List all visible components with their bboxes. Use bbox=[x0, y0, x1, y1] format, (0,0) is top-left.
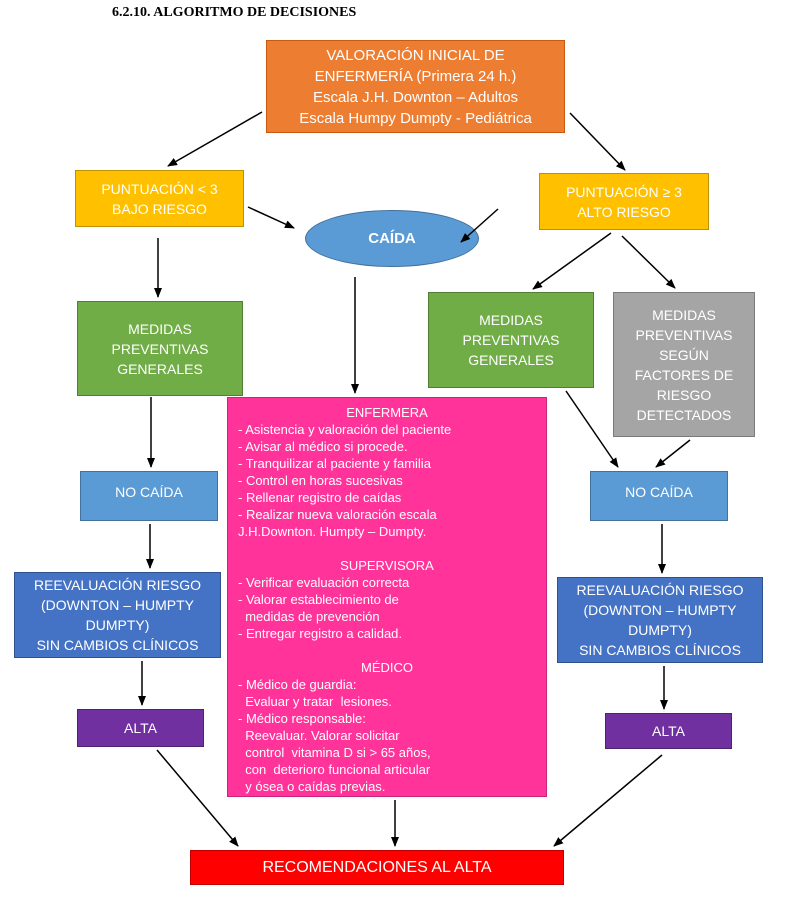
nurse-item: - Rellenar registro de caídas bbox=[238, 490, 402, 505]
measures-line: GENERALES bbox=[468, 352, 554, 368]
left-general-measures-box: MEDIDAS PREVENTIVAS GENERALES bbox=[77, 301, 243, 396]
nurse-item: - Realizar nueva valoración escala bbox=[238, 507, 437, 522]
doctor-title: MÉDICO bbox=[361, 660, 413, 675]
reeval-line: SIN CAMBIOS CLÍNICOS bbox=[36, 637, 199, 653]
high-risk-line: ALTO RIESGO bbox=[577, 203, 671, 220]
page-heading: 6.2.10. ALGORITMO DE DECISIONES bbox=[112, 5, 357, 20]
nurse-item: J.H.Downton. Humpty – Dumpty. bbox=[238, 524, 427, 539]
left-no-fall-box: NO CAÍDA bbox=[80, 471, 218, 521]
measures-line: MEDIDAS bbox=[128, 320, 192, 337]
low-risk-line: BAJO RIESGO bbox=[112, 200, 207, 217]
arrow-low-to-fall bbox=[247, 206, 295, 229]
low-risk-box: PUNTUACIÓN < 3 BAJO RIESGO bbox=[75, 170, 244, 227]
doctor-item: Evaluar y tratar lesiones. bbox=[238, 694, 392, 709]
reeval-line: SIN CAMBIOS CLÍNICOS bbox=[579, 642, 741, 658]
initial-line: VALORACIÓN INICIAL DE bbox=[326, 46, 505, 64]
arrow-high-to-specific bbox=[621, 235, 676, 289]
arrow-high-to-fall bbox=[460, 208, 499, 243]
supervisor-item: - Valorar establecimiento de bbox=[238, 592, 399, 607]
measures-line: MEDIDAS bbox=[479, 312, 543, 328]
arrow-initial-to-low bbox=[167, 111, 263, 167]
reeval-line: REEVALUACIÓN RIESGO bbox=[33, 577, 201, 593]
specific-line: SEGÚN bbox=[659, 346, 709, 363]
supervisor-item: medidas de prevención bbox=[238, 609, 380, 624]
no-fall-label: NO CAÍDA bbox=[115, 484, 183, 500]
arrow-initial-to-high bbox=[569, 112, 626, 171]
discharge-label: ALTA bbox=[652, 723, 685, 739]
right-discharge-box: ALTA bbox=[605, 713, 732, 749]
doctor-item: Reevaluar. Valorar solicitar bbox=[238, 728, 400, 743]
specific-line: DETECTADOS bbox=[636, 406, 732, 423]
measures-line: GENERALES bbox=[117, 360, 203, 377]
discharge-recommendations-box: RECOMENDACIONES AL ALTA bbox=[190, 850, 564, 885]
initial-line: Escala Humpy Dumpty - Pediátrica bbox=[299, 109, 532, 127]
arrow-general-to-nofall-right bbox=[565, 390, 619, 468]
initial-line: ENFERMERÍA (Primera 24 h.) bbox=[314, 67, 517, 85]
doctor-item: control vitamina D si > 65 años, bbox=[238, 745, 431, 760]
left-discharge-box: ALTA bbox=[77, 709, 204, 747]
specific-line: PREVENTIVAS bbox=[635, 326, 733, 343]
specific-line: MEDIDAS bbox=[652, 306, 716, 323]
arrow-discharge-left-to-final bbox=[156, 749, 239, 847]
doctor-item: - Médico de guardia: bbox=[238, 677, 357, 692]
nurse-item: - Avisar al médico si procede. bbox=[238, 439, 408, 454]
left-reevaluation-box: REEVALUACIÓN RIESGO (DOWNTON – HUMPTY DU… bbox=[14, 572, 221, 658]
nurse-item: - Asistencia y valoración del paciente bbox=[238, 422, 452, 437]
high-risk-line: PUNTUACIÓN ≥ 3 bbox=[566, 183, 682, 200]
nurse-title: ENFERMERA bbox=[346, 405, 428, 420]
no-fall-label: NO CAÍDA bbox=[625, 484, 693, 500]
arrow-specific-to-nofall-right bbox=[655, 439, 691, 468]
doctor-item: con deterioro funcional articular bbox=[238, 762, 431, 777]
reeval-line: (DOWNTON – HUMPTY bbox=[583, 602, 737, 618]
arrow-discharge-right-to-final bbox=[553, 754, 663, 847]
reeval-line: (DOWNTON – HUMPTY bbox=[41, 597, 194, 613]
fall-label: CAÍDA bbox=[368, 230, 416, 247]
supervisor-title: SUPERVISORA bbox=[340, 558, 434, 573]
discharge-label: ALTA bbox=[124, 720, 157, 736]
right-no-fall-box: NO CAÍDA bbox=[590, 471, 728, 521]
initial-line: Escala J.H. Downton – Adultos bbox=[312, 88, 519, 106]
low-risk-line: PUNTUACIÓN < 3 bbox=[101, 180, 218, 197]
nurse-item: - Tranquilizar al paciente y familia bbox=[238, 456, 431, 471]
final-label: RECOMENDACIONES AL ALTA bbox=[262, 858, 492, 876]
specific-line: RIESGO bbox=[656, 386, 712, 403]
high-risk-box: PUNTUACIÓN ≥ 3 ALTO RIESGO bbox=[539, 173, 709, 230]
measures-line: PREVENTIVAS bbox=[111, 340, 209, 357]
specific-measures-box: MEDIDAS PREVENTIVAS SEGÚN FACTORES DE RI… bbox=[613, 292, 755, 437]
doctor-item: y ósea o caídas previas. bbox=[238, 779, 386, 794]
reeval-line: DUMPTY) bbox=[628, 622, 692, 638]
supervisor-item: - Verificar evaluación correcta bbox=[238, 575, 410, 590]
measures-line: PREVENTIVAS bbox=[462, 332, 560, 348]
reeval-line: DUMPTY) bbox=[85, 617, 150, 633]
specific-line: FACTORES DE bbox=[634, 366, 734, 383]
arrow-high-to-general bbox=[532, 232, 612, 290]
right-reevaluation-box: REEVALUACIÓN RIESGO (DOWNTON – HUMPTY DU… bbox=[557, 577, 763, 663]
initial-assessment-box: VALORACIÓN INICIAL DE ENFERMERÍA (Primer… bbox=[266, 40, 565, 133]
nurse-item: - Control en horas sucesivas bbox=[238, 473, 403, 488]
right-general-measures-box: MEDIDAS PREVENTIVAS GENERALES bbox=[428, 292, 594, 388]
fall-ellipse: CAÍDA bbox=[305, 210, 479, 267]
reeval-line: REEVALUACIÓN RIESGO bbox=[576, 582, 744, 598]
doctor-item: - Médico responsable: bbox=[238, 711, 366, 726]
supervisor-item: - Entregar registro a calidad. bbox=[238, 626, 403, 641]
fall-actions-box: ENFERMERA - Asistencia y valoración del … bbox=[227, 397, 547, 797]
